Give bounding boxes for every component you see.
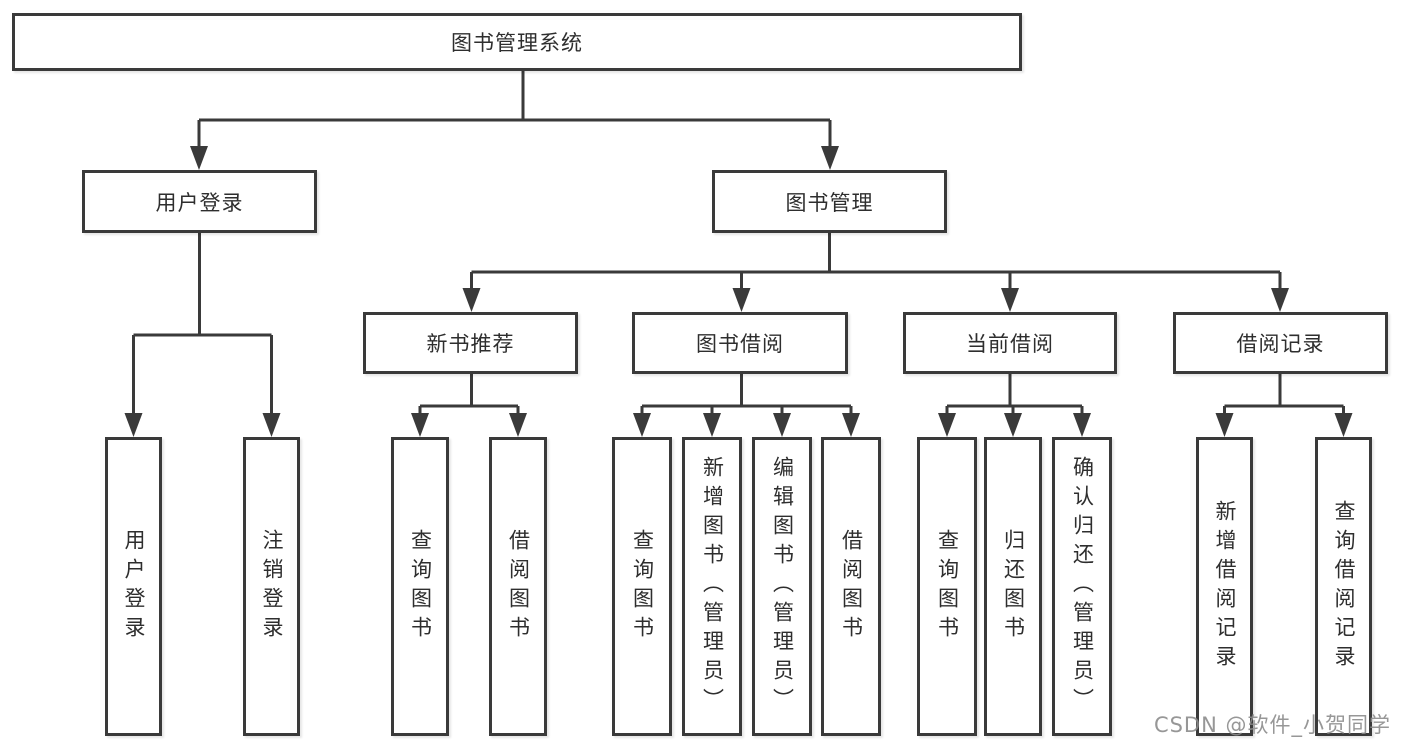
leaf-label: 归还图书 xyxy=(1001,528,1026,645)
leaf-borrow-books-recommendation: 借阅图书 xyxy=(489,437,547,736)
node-label: 当前借阅 xyxy=(966,332,1054,356)
leaf-confirm-return-admin: 确认归还（管理员） xyxy=(1052,437,1112,736)
node-label: 用户登录 xyxy=(155,190,244,215)
node-borrowing-records: 借阅记录 xyxy=(1173,312,1388,374)
watermark-csdn: CSDN @软件_小贺同学 xyxy=(1153,713,1391,737)
leaf-label: 编辑图书（管理员） xyxy=(770,456,795,717)
node-label: 图书借阅 xyxy=(696,332,784,356)
leaf-label: 用户登录 xyxy=(122,528,146,645)
leaf-label: 查询图书 xyxy=(630,528,655,645)
leaf-label: 新增借阅记录 xyxy=(1213,499,1237,674)
node-label: 新书推荐 xyxy=(426,332,515,356)
leaf-add-borrowing-record: 新增借阅记录 xyxy=(1196,437,1253,736)
leaf-query-books-recommendation: 查询图书 xyxy=(391,437,449,736)
leaf-label: 借阅图书 xyxy=(506,528,531,645)
leaf-query-books-current: 查询图书 xyxy=(917,437,977,736)
node-book-borrowing: 图书借阅 xyxy=(632,312,848,374)
node-label: 图书管理 xyxy=(785,190,874,215)
leaf-return-books: 归还图书 xyxy=(984,437,1042,736)
leaf-query-books-borrowing: 查询图书 xyxy=(612,437,672,736)
leaf-borrow-books: 借阅图书 xyxy=(821,437,881,736)
leaf-add-books-admin: 新增图书（管理员） xyxy=(682,437,742,736)
node-current-borrowing: 当前借阅 xyxy=(903,312,1117,374)
node-new-book-recommendation: 新书推荐 xyxy=(363,312,578,374)
leaf-label: 查询图书 xyxy=(935,528,960,645)
node-label: 图书管理系统 xyxy=(451,31,583,55)
leaf-user-login: 用户登录 xyxy=(105,437,162,736)
leaf-label: 查询图书 xyxy=(408,528,433,645)
node-book-management: 图书管理 xyxy=(712,170,947,233)
leaf-label: 新增图书（管理员） xyxy=(700,456,725,717)
node-library-management-system: 图书管理系统 xyxy=(12,13,1022,71)
leaf-label: 注销登录 xyxy=(260,528,284,645)
leaf-label: 查询借阅记录 xyxy=(1332,499,1356,674)
leaf-edit-books-admin: 编辑图书（管理员） xyxy=(752,437,812,736)
leaf-query-borrowing-record: 查询借阅记录 xyxy=(1315,437,1372,736)
leaf-label: 确认归还（管理员） xyxy=(1070,456,1095,717)
leaf-label: 借阅图书 xyxy=(839,528,864,645)
leaf-logout: 注销登录 xyxy=(243,437,300,736)
node-label: 借阅记录 xyxy=(1236,332,1325,356)
node-user-login: 用户登录 xyxy=(82,170,317,233)
